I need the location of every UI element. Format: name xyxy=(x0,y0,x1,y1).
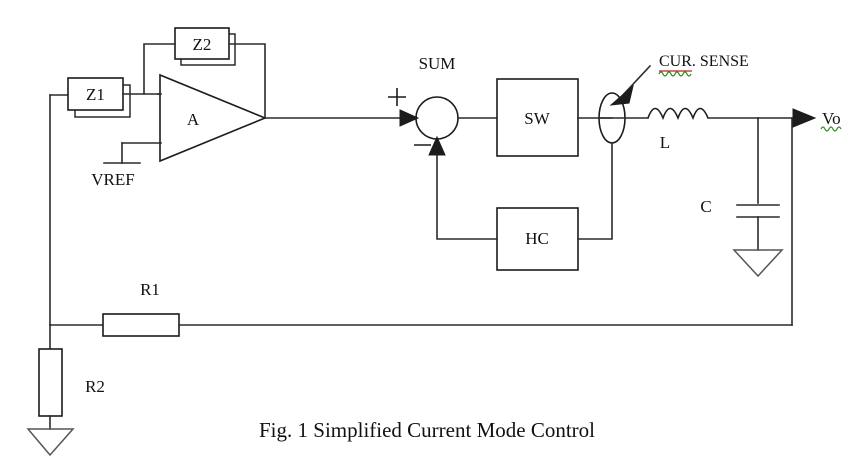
block-hc[interactable]: HC xyxy=(496,207,579,271)
plus-sign-icon xyxy=(388,88,406,106)
block-z1[interactable]: Z1 xyxy=(67,77,159,118)
r2-ground-icon xyxy=(26,428,75,457)
block-hc-label: HC xyxy=(525,229,549,248)
inductor-l[interactable]: L xyxy=(624,107,759,153)
resistor-r2-label: R2 xyxy=(85,377,105,396)
block-sw-label: SW xyxy=(524,109,550,128)
sum-label: SUM xyxy=(419,54,456,73)
resistor-r2[interactable]: R2 xyxy=(38,324,105,430)
output-label: Vo xyxy=(822,109,841,128)
amplifier-input-output-wires xyxy=(121,93,406,144)
resistor-r1-label: R1 xyxy=(140,280,160,299)
output-node: Vo xyxy=(757,108,842,132)
inductor-label: L xyxy=(660,133,670,152)
block-z2-label: Z2 xyxy=(193,35,212,54)
summing-junction[interactable]: SUM xyxy=(388,54,498,156)
feedback-left-wire xyxy=(49,94,69,326)
current-sense-label: CUR. SENSE xyxy=(659,53,749,70)
capacitor-label: C xyxy=(700,197,711,216)
vref-symbol: VREF xyxy=(91,142,141,189)
sum-feedback-arrow-icon xyxy=(428,135,446,156)
hc-wires xyxy=(436,142,613,240)
block-z1-label: Z1 xyxy=(86,85,105,104)
current-sense-pointer-icon xyxy=(609,64,652,106)
capacitor-c[interactable]: C xyxy=(700,117,780,251)
sum-input-arrow-icon xyxy=(399,109,420,127)
vref-label: VREF xyxy=(91,170,134,189)
block-z2[interactable]: Z2 xyxy=(174,27,236,66)
amplifier-label: A xyxy=(187,110,200,129)
capacitor-ground-icon xyxy=(732,249,784,278)
block-sw[interactable]: SW xyxy=(496,78,613,157)
resistor-r1[interactable]: R1 xyxy=(49,280,793,337)
z2-feedback-wires xyxy=(143,43,266,119)
figure-caption: Fig. 1 Simplified Current Mode Control xyxy=(259,418,595,442)
amplifier-a[interactable]: A xyxy=(159,73,268,163)
current-sense-node[interactable]: CUR. SENSE xyxy=(598,53,749,144)
